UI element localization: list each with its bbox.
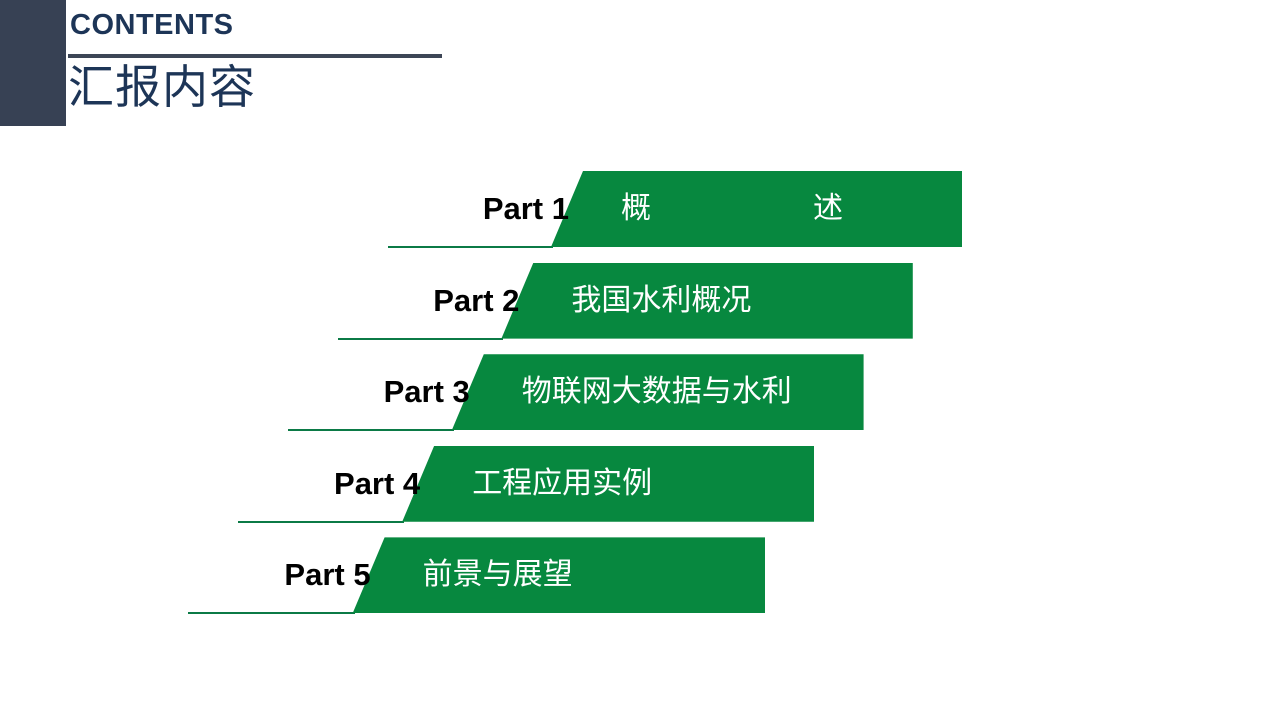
row-bar[interactable] bbox=[402, 445, 815, 522]
row-bar[interactable] bbox=[501, 262, 913, 339]
contents-row[interactable]: Part 5 前景与展望 bbox=[0, 537, 1280, 629]
row-underline bbox=[288, 429, 454, 432]
row-part-label: Part 4 bbox=[334, 465, 421, 501]
row-bar[interactable] bbox=[451, 354, 864, 431]
page-title: 汇报内容 bbox=[68, 61, 256, 113]
row-underline bbox=[388, 246, 553, 248]
row-section-label: 我国水利概况 bbox=[571, 283, 752, 317]
row-part-label: Part 5 bbox=[284, 557, 371, 593]
row-part-label: Part 2 bbox=[433, 282, 520, 318]
row-bar[interactable] bbox=[551, 171, 962, 247]
row-part-label: Part 1 bbox=[482, 191, 569, 226]
contents-row[interactable]: Part 4 工程应用实例 bbox=[0, 445, 1280, 538]
row-underline bbox=[238, 520, 405, 523]
row-section-label: 前景与展望 bbox=[422, 558, 573, 592]
row-section-label: 物联网大数据与水利 bbox=[521, 375, 792, 409]
row-section-label: 概 述 bbox=[621, 192, 877, 225]
row-bar[interactable] bbox=[352, 537, 766, 614]
contents-row[interactable]: Part 2 我国水利概况 bbox=[0, 262, 1280, 355]
row-underline bbox=[188, 612, 355, 615]
contents-row[interactable]: Part 1 概 述 bbox=[0, 171, 1280, 263]
contents-row[interactable]: Part 3 物联网大数据与水利 bbox=[0, 354, 1280, 446]
header-eyebrow-label: CONTENTS bbox=[70, 9, 234, 41]
header-accent-block bbox=[0, 0, 66, 126]
row-underline bbox=[338, 337, 504, 340]
row-part-label: Part 3 bbox=[383, 374, 470, 410]
row-section-label: 工程应用实例 bbox=[472, 466, 653, 500]
header-divider-rule bbox=[68, 54, 442, 58]
